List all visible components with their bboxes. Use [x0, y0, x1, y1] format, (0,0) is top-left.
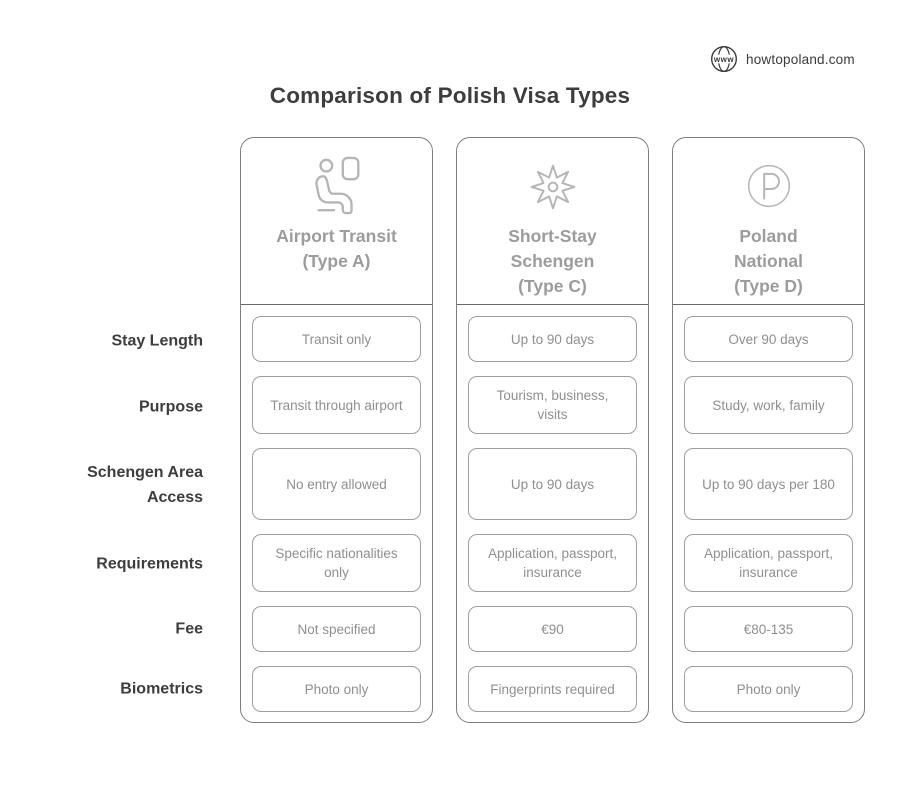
row-label-stay-length: Stay Length: [111, 332, 203, 350]
card-title-line: (Type A): [302, 251, 371, 271]
row-label-schengen-area-access: Schengen Area Access: [87, 464, 203, 506]
globe-www-icon: www: [710, 45, 738, 73]
cell-biometrics: Fingerprints required: [468, 666, 637, 712]
cell-purpose: Study, work, family: [684, 376, 853, 434]
site-logo: www howtopoland.com: [710, 45, 855, 73]
card-cells-poland-national: Over 90 days Study, work, family Up to 9…: [673, 305, 864, 712]
cell-schengen-access: Up to 90 days: [468, 448, 637, 520]
card-cells-airport-transit: Transit only Transit through airport No …: [241, 305, 432, 712]
cell-biometrics: Photo only: [252, 666, 421, 712]
row-label-requirements: Requirements: [96, 555, 203, 573]
card-title-line: Poland: [739, 226, 798, 246]
card-header-short-stay-schengen: Short-Stay Schengen (Type C): [457, 138, 648, 305]
row-label-biometrics: Biometrics: [120, 680, 203, 698]
page-title: Comparison of Polish Visa Types: [269, 83, 631, 108]
cell-schengen-access: No entry allowed: [252, 448, 421, 520]
visa-card-poland-national: Poland National (Type D) Over 90 days St…: [672, 137, 865, 723]
card-title-line: (Type D): [734, 276, 803, 296]
cell-biometrics: Photo only: [684, 666, 853, 712]
card-cells-short-stay-schengen: Up to 90 days Tourism, business, visits …: [457, 305, 648, 712]
cell-fee: Not specified: [252, 606, 421, 652]
card-title-line: Schengen: [510, 251, 595, 271]
card-title-line: Short-Stay: [508, 226, 597, 246]
card-title-line: (Type C): [518, 276, 587, 296]
cell-requirements: Application, passport, insurance: [468, 534, 637, 592]
card-header-poland-national: Poland National (Type D): [673, 138, 864, 305]
airplane-seat-icon: [306, 155, 368, 217]
cell-purpose: Transit through airport: [252, 376, 421, 434]
cell-requirements: Specific nationalities only: [252, 534, 421, 592]
p-circle-icon: [738, 155, 800, 217]
card-header-airport-transit: Airport Transit (Type A): [241, 138, 432, 305]
cell-schengen-access: Up to 90 days per 180: [684, 448, 853, 520]
cell-stay-length: Over 90 days: [684, 316, 853, 362]
globe-www-text: www: [713, 55, 734, 64]
visa-card-short-stay-schengen: Short-Stay Schengen (Type C) Up to 90 da…: [456, 137, 649, 723]
card-title-line: National: [733, 251, 804, 271]
card-title-line: Airport Transit: [276, 226, 397, 246]
card-title-short-stay-schengen: Short-Stay Schengen (Type C): [508, 224, 596, 299]
cell-stay-length: Up to 90 days: [468, 316, 637, 362]
cell-requirements: Application, passport, insurance: [684, 534, 853, 592]
row-label-fee: Fee: [175, 620, 203, 638]
card-title-airport-transit: Airport Transit (Type A): [276, 224, 397, 274]
card-title-poland-national: Poland National (Type D): [734, 224, 803, 299]
cell-fee: €80-135: [684, 606, 853, 652]
cell-fee: €90: [468, 606, 637, 652]
visa-card-airport-transit: Airport Transit (Type A) Transit only Tr…: [240, 137, 433, 723]
row-label-purpose: Purpose: [138, 398, 203, 416]
cell-purpose: Tourism, business, visits: [468, 376, 637, 434]
cell-stay-length: Transit only: [252, 316, 421, 362]
site-name: howtopoland.com: [746, 51, 855, 67]
schengen-star-icon: [522, 155, 584, 217]
